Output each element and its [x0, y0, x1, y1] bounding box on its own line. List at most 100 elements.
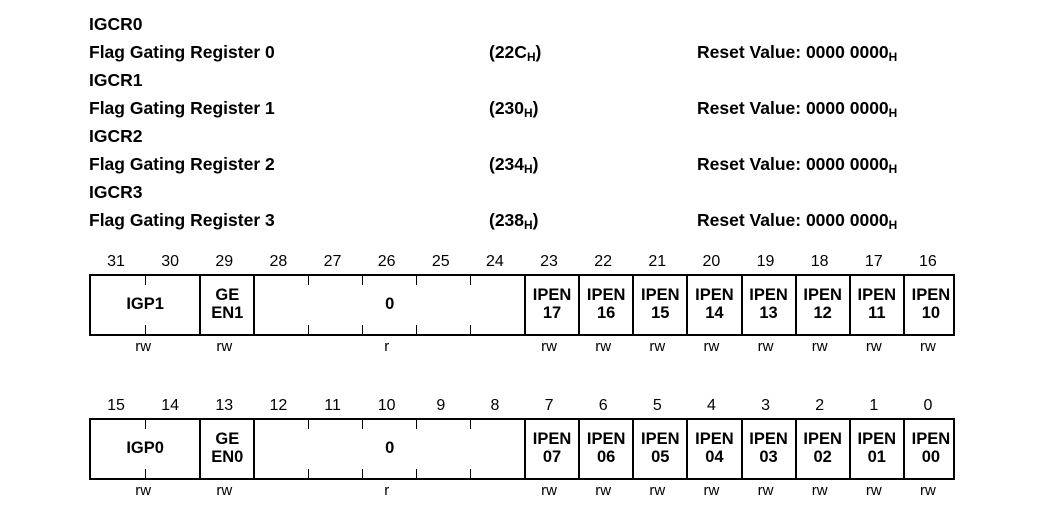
- bit-field-name: IPEN: [532, 430, 572, 449]
- bit-field-name: IPEN: [857, 430, 897, 449]
- bit-field-name: GE: [215, 286, 240, 305]
- bit-field-name-line2: EN1: [211, 304, 244, 322]
- bit-number: 7: [544, 397, 554, 414]
- bit-number: 18: [810, 253, 829, 270]
- access-type-label: rw: [216, 482, 233, 499]
- bit-number: 8: [490, 397, 500, 414]
- access-type-label: rw: [757, 482, 774, 499]
- register-address-radix: H: [524, 218, 533, 233]
- bit-number: 15: [107, 397, 125, 414]
- register-description-line: Flag Gating Register 3(238H)Reset Value:…: [89, 206, 989, 234]
- bit-number: 30: [161, 253, 180, 270]
- bit-number: 19: [756, 253, 775, 270]
- bit-number: 25: [431, 253, 450, 270]
- bit-boundary-tick: [307, 469, 309, 478]
- bit-number: 2: [815, 397, 825, 414]
- register-long-name: Flag Gating Register 2: [89, 154, 275, 174]
- register-address: (22CH): [489, 38, 541, 68]
- access-type-label: rw: [216, 338, 233, 355]
- bit-field-name-line2: 05: [651, 448, 670, 466]
- access-type-label: r: [384, 338, 390, 355]
- access-type-label: rw: [865, 338, 882, 355]
- bit-field-name: IPEN: [749, 430, 788, 449]
- access-type-label: rw: [703, 338, 720, 355]
- register-short-name: IGCR0: [89, 14, 143, 34]
- bit-boundary-tick: [469, 420, 471, 429]
- bit-field-name-line2: 02: [813, 448, 832, 466]
- access-type-label: rw: [811, 482, 828, 499]
- bit-field-name: IPEN: [911, 430, 951, 449]
- bit-number: 3: [761, 397, 771, 414]
- access-type-label: rw: [920, 482, 936, 499]
- register-address-value: (22C: [489, 42, 527, 62]
- register-address-close-paren: ): [532, 98, 539, 118]
- bit-number: 23: [540, 253, 558, 270]
- register-description-line: Flag Gating Register 2(234H)Reset Value:…: [89, 150, 989, 178]
- register-description-line: Flag Gating Register 0(22CH)Reset Value:…: [89, 38, 989, 66]
- access-type-label: rw: [920, 338, 936, 355]
- bit-field-name: 0: [385, 295, 395, 314]
- bit-number: 31: [107, 253, 125, 270]
- bit-boundary-tick: [145, 420, 147, 429]
- bit-boundary-tick: [307, 276, 309, 285]
- bit-field-name: 0: [385, 439, 395, 458]
- register-reset-radix: H: [888, 50, 898, 65]
- register-description-line: Flag Gating Register 1(230H)Reset Value:…: [89, 94, 989, 122]
- register-address-close-paren: ): [535, 42, 542, 62]
- register-long-name: Flag Gating Register 1: [89, 98, 275, 118]
- bit-field-name: IGP0: [126, 439, 164, 458]
- bit-field-name-line2: 17: [542, 304, 562, 322]
- register-reset-value: Reset Value: 0000 0000H: [697, 38, 897, 68]
- bit-field-name: IPEN: [532, 286, 572, 305]
- bit-field-name: IPEN: [911, 286, 951, 305]
- bit-field-name-line2: 03: [759, 448, 778, 466]
- bit-number: 10: [377, 397, 396, 414]
- bit-field-name: IPEN: [586, 430, 626, 449]
- bit-number: 22: [594, 253, 613, 270]
- register-reset-value-text: Reset Value: 0000 0000: [697, 42, 889, 62]
- register-reset-value: Reset Value: 0000 0000H: [697, 94, 897, 124]
- bit-boundary-tick: [415, 325, 417, 334]
- bit-field-name-line2: 01: [867, 448, 886, 466]
- bit-number: 26: [377, 253, 396, 270]
- bit-field-name-line2: 00: [921, 448, 941, 466]
- bit-number: 20: [702, 253, 721, 270]
- register-name-line: IGCR1: [89, 66, 989, 94]
- bit-field-name: IPEN: [695, 286, 734, 305]
- bit-number: 21: [648, 253, 667, 270]
- register-address-close-paren: ): [532, 154, 539, 174]
- bit-field-cell: 0: [253, 276, 524, 334]
- bit-boundary-tick: [469, 469, 471, 478]
- bit-number: 24: [486, 253, 504, 270]
- bit-number: 28: [269, 253, 288, 270]
- bit-boundary-tick: [415, 420, 417, 429]
- register-name-line: IGCR0: [89, 10, 989, 38]
- register-short-name: IGCR3: [89, 182, 143, 202]
- bit-boundary-tick: [145, 325, 147, 334]
- bit-boundary-tick: [415, 469, 417, 478]
- bit-number: 0: [923, 397, 933, 414]
- register-address-radix: H: [524, 162, 533, 177]
- bit-number: 14: [161, 397, 180, 414]
- bit-boundary-tick: [307, 325, 309, 334]
- register-reset-value-text: Reset Value: 0000 0000: [697, 154, 889, 174]
- bit-field-name-line2: 06: [597, 448, 616, 466]
- bit-field-name: IPEN: [641, 286, 680, 305]
- bit-number: 9: [436, 397, 446, 414]
- bit-number: 27: [323, 253, 342, 270]
- bit-boundary-tick: [469, 325, 471, 334]
- access-type-label: rw: [649, 482, 666, 499]
- register-address-value: (238: [489, 210, 525, 230]
- bit-boundary-tick: [145, 469, 147, 478]
- access-type-label: rw: [541, 338, 557, 355]
- bit-field-name: IPEN: [641, 430, 680, 449]
